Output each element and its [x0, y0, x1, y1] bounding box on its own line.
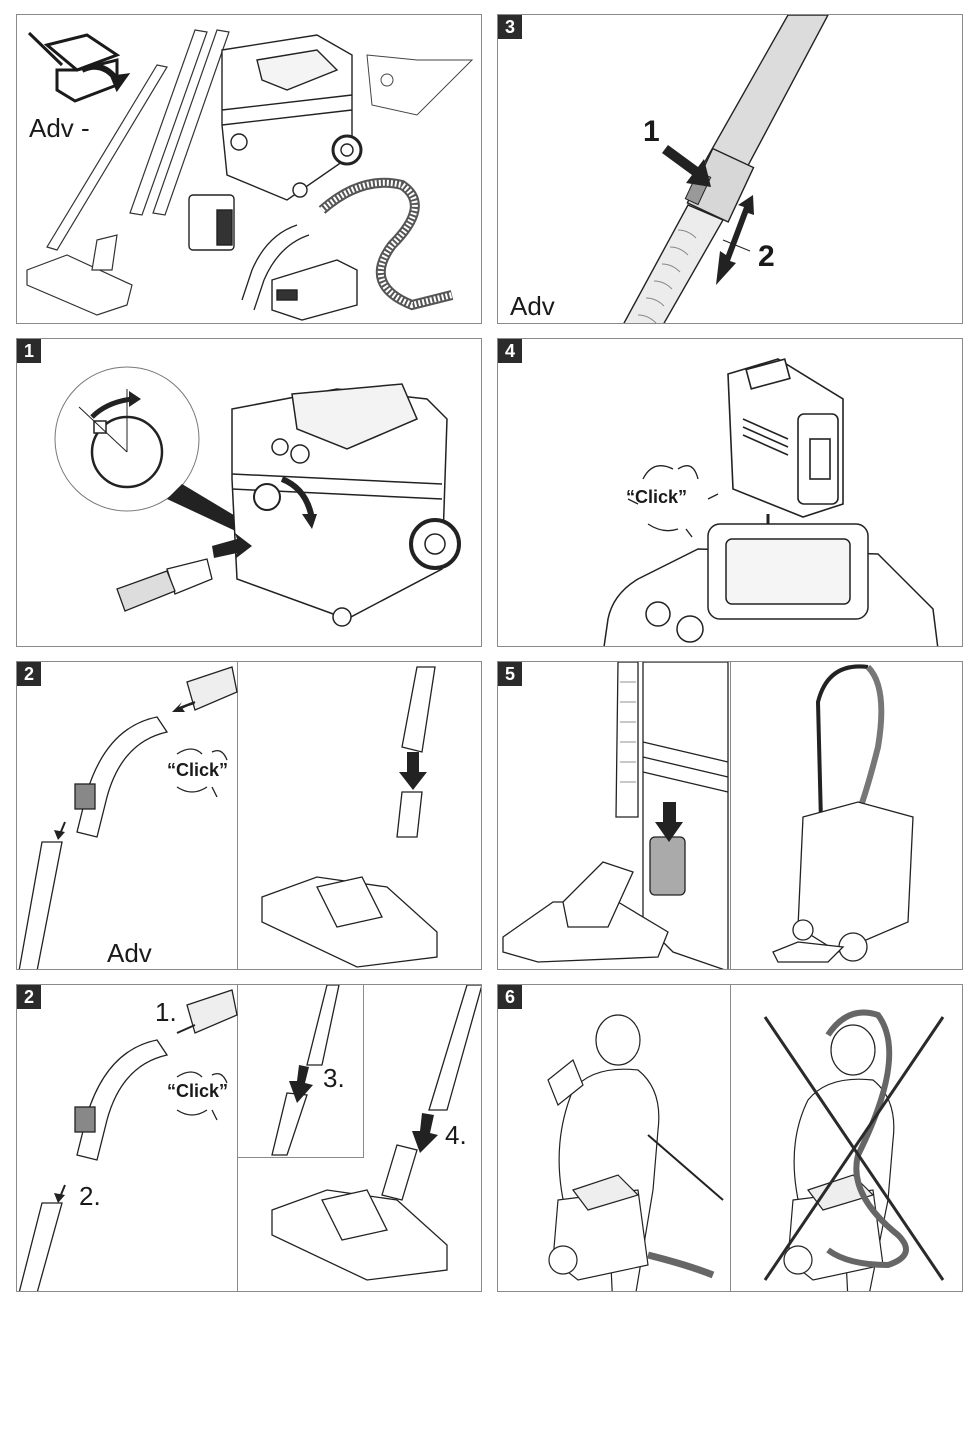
- suction-pipe: [18, 1202, 63, 1291]
- insert-arrow: [399, 752, 427, 790]
- model-label: Adv: [510, 291, 555, 321]
- battery-charger: [271, 259, 358, 321]
- vacuum-top: [603, 523, 939, 646]
- nozzle-pipe: [428, 985, 481, 1111]
- rotate-arrow-icon: [90, 396, 133, 419]
- panel-divider: [730, 985, 731, 1291]
- model-label: Adv -: [29, 113, 90, 143]
- elbow-handle: [76, 1039, 169, 1161]
- battery-pack: [188, 194, 235, 251]
- panel-step-6: 6: [497, 984, 963, 1292]
- correct-usage-view: [547, 1014, 724, 1291]
- step-badge: 3: [498, 15, 522, 39]
- panel-step-1: 1: [16, 338, 482, 647]
- panel-step-2a: 2 “Click” Adv: [16, 661, 482, 970]
- handle-pipe-illustration: [18, 666, 438, 969]
- panel-divider: [237, 662, 238, 969]
- hose-connect-illustration: [54, 366, 461, 627]
- inset-pipe-upper: [306, 985, 340, 1066]
- panel-divider: [730, 662, 731, 969]
- crossed-out-icon: [763, 1016, 945, 1281]
- scope-of-delivery-illustration: [26, 29, 474, 321]
- step-badge: 1: [17, 339, 41, 363]
- battery-insert-illustration: [603, 358, 939, 646]
- panel-step-2b: 2 “Click” 1. 2. 3. 4.: [16, 984, 482, 1292]
- unpack-box-icon: [27, 31, 131, 103]
- slide-arrow: [716, 195, 754, 285]
- insert-arrow: [289, 1065, 313, 1103]
- parking-illustration: [502, 662, 914, 969]
- press-arrow: [662, 145, 711, 187]
- click-burst-icon: [176, 1071, 228, 1121]
- step-badge: 2: [17, 662, 41, 686]
- step-3-label: 3.: [323, 1063, 345, 1093]
- panel-step-5: 5: [497, 661, 963, 970]
- insert-arrow: [212, 533, 252, 559]
- hose-coupling: [186, 666, 238, 711]
- panel-scope-of-delivery: Adv -: [16, 14, 482, 324]
- hose-coupling: [186, 989, 238, 1034]
- step-1-label: 1.: [155, 997, 177, 1027]
- hose-pipe-illustration: [623, 15, 829, 323]
- click-sound-label: “Click”: [626, 487, 688, 507]
- suction-pipe: [701, 15, 829, 176]
- click-burst-icon: [176, 748, 228, 798]
- callout-1: 1: [643, 115, 660, 148]
- filter-bag: [366, 54, 474, 116]
- vacuum-side: [642, 662, 729, 969]
- insert-arrow: [412, 1113, 438, 1153]
- vacuum-parked: [772, 664, 914, 963]
- assembly-steps-illustration: [18, 985, 481, 1291]
- vacuum-container: [231, 383, 461, 627]
- vacuum-container: [221, 34, 363, 201]
- suction-pipe: [18, 841, 63, 969]
- park-arrow: [655, 802, 683, 842]
- panel-step-3: 3 1 2 Adv: [497, 14, 963, 324]
- click-burst-icon: [627, 465, 719, 538]
- model-label: Adv: [107, 938, 152, 968]
- click-sound-label: “Click”: [167, 760, 229, 780]
- floor-nozzle: [26, 234, 133, 316]
- step-badge: 2: [17, 985, 41, 1009]
- suction-pipes: [46, 29, 230, 251]
- floor-nozzle: [261, 666, 438, 968]
- incorrect-usage-view: [783, 1009, 909, 1291]
- step-badge: 4: [498, 339, 522, 363]
- bayonet-detail-inset: [54, 366, 257, 534]
- click-sound-label: “Click”: [167, 1081, 229, 1101]
- parking-bracket: [649, 836, 686, 896]
- step-4-label: 4.: [445, 1120, 467, 1150]
- battery-pack: [727, 358, 844, 518]
- step-2-label: 2.: [79, 1181, 101, 1211]
- suction-pipe: [615, 662, 639, 818]
- hose-connector: [116, 558, 213, 612]
- elbow-handle: [76, 716, 169, 838]
- inset-pipe-lower: [271, 1092, 308, 1156]
- step-badge: 6: [498, 985, 522, 1009]
- panel-step-4: 4 “Click”: [497, 338, 963, 647]
- usage-illustration: [547, 1009, 945, 1291]
- step-badge: 5: [498, 662, 522, 686]
- callout-2: 2: [758, 240, 775, 273]
- elbow-handle: [241, 224, 310, 311]
- hose-end: [623, 204, 724, 323]
